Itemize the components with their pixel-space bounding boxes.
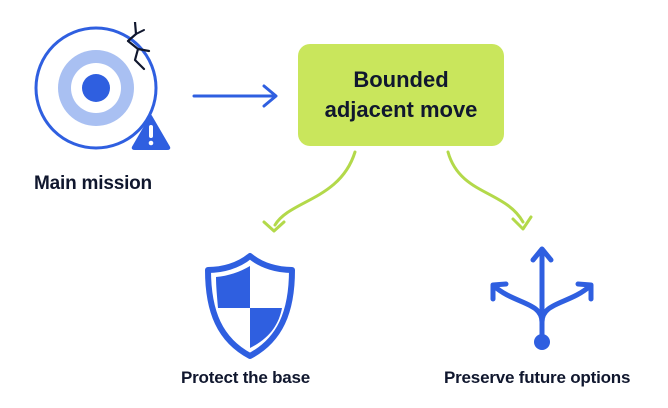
preserve-label: Preserve future options — [444, 368, 631, 387]
branching-arrows-icon — [490, 246, 594, 350]
bounded-move-box: Bounded adjacent move — [298, 44, 504, 146]
protect-label: Protect the base — [181, 368, 311, 387]
mission-node — [24, 20, 174, 172]
arrow-move-to-preserve — [446, 150, 533, 231]
move-label-line1: Bounded — [353, 67, 449, 92]
cracked-target-icon — [34, 20, 158, 150]
move-label-line2: adjacent move — [324, 97, 478, 122]
protect-node — [202, 252, 298, 360]
shield-icon — [205, 253, 295, 359]
warning-icon — [131, 115, 171, 150]
arrow-move-to-protect — [262, 150, 357, 233]
arrow-mission-to-move — [192, 84, 278, 108]
preserve-node — [484, 242, 600, 356]
mission-label: Main mission — [34, 173, 152, 194]
